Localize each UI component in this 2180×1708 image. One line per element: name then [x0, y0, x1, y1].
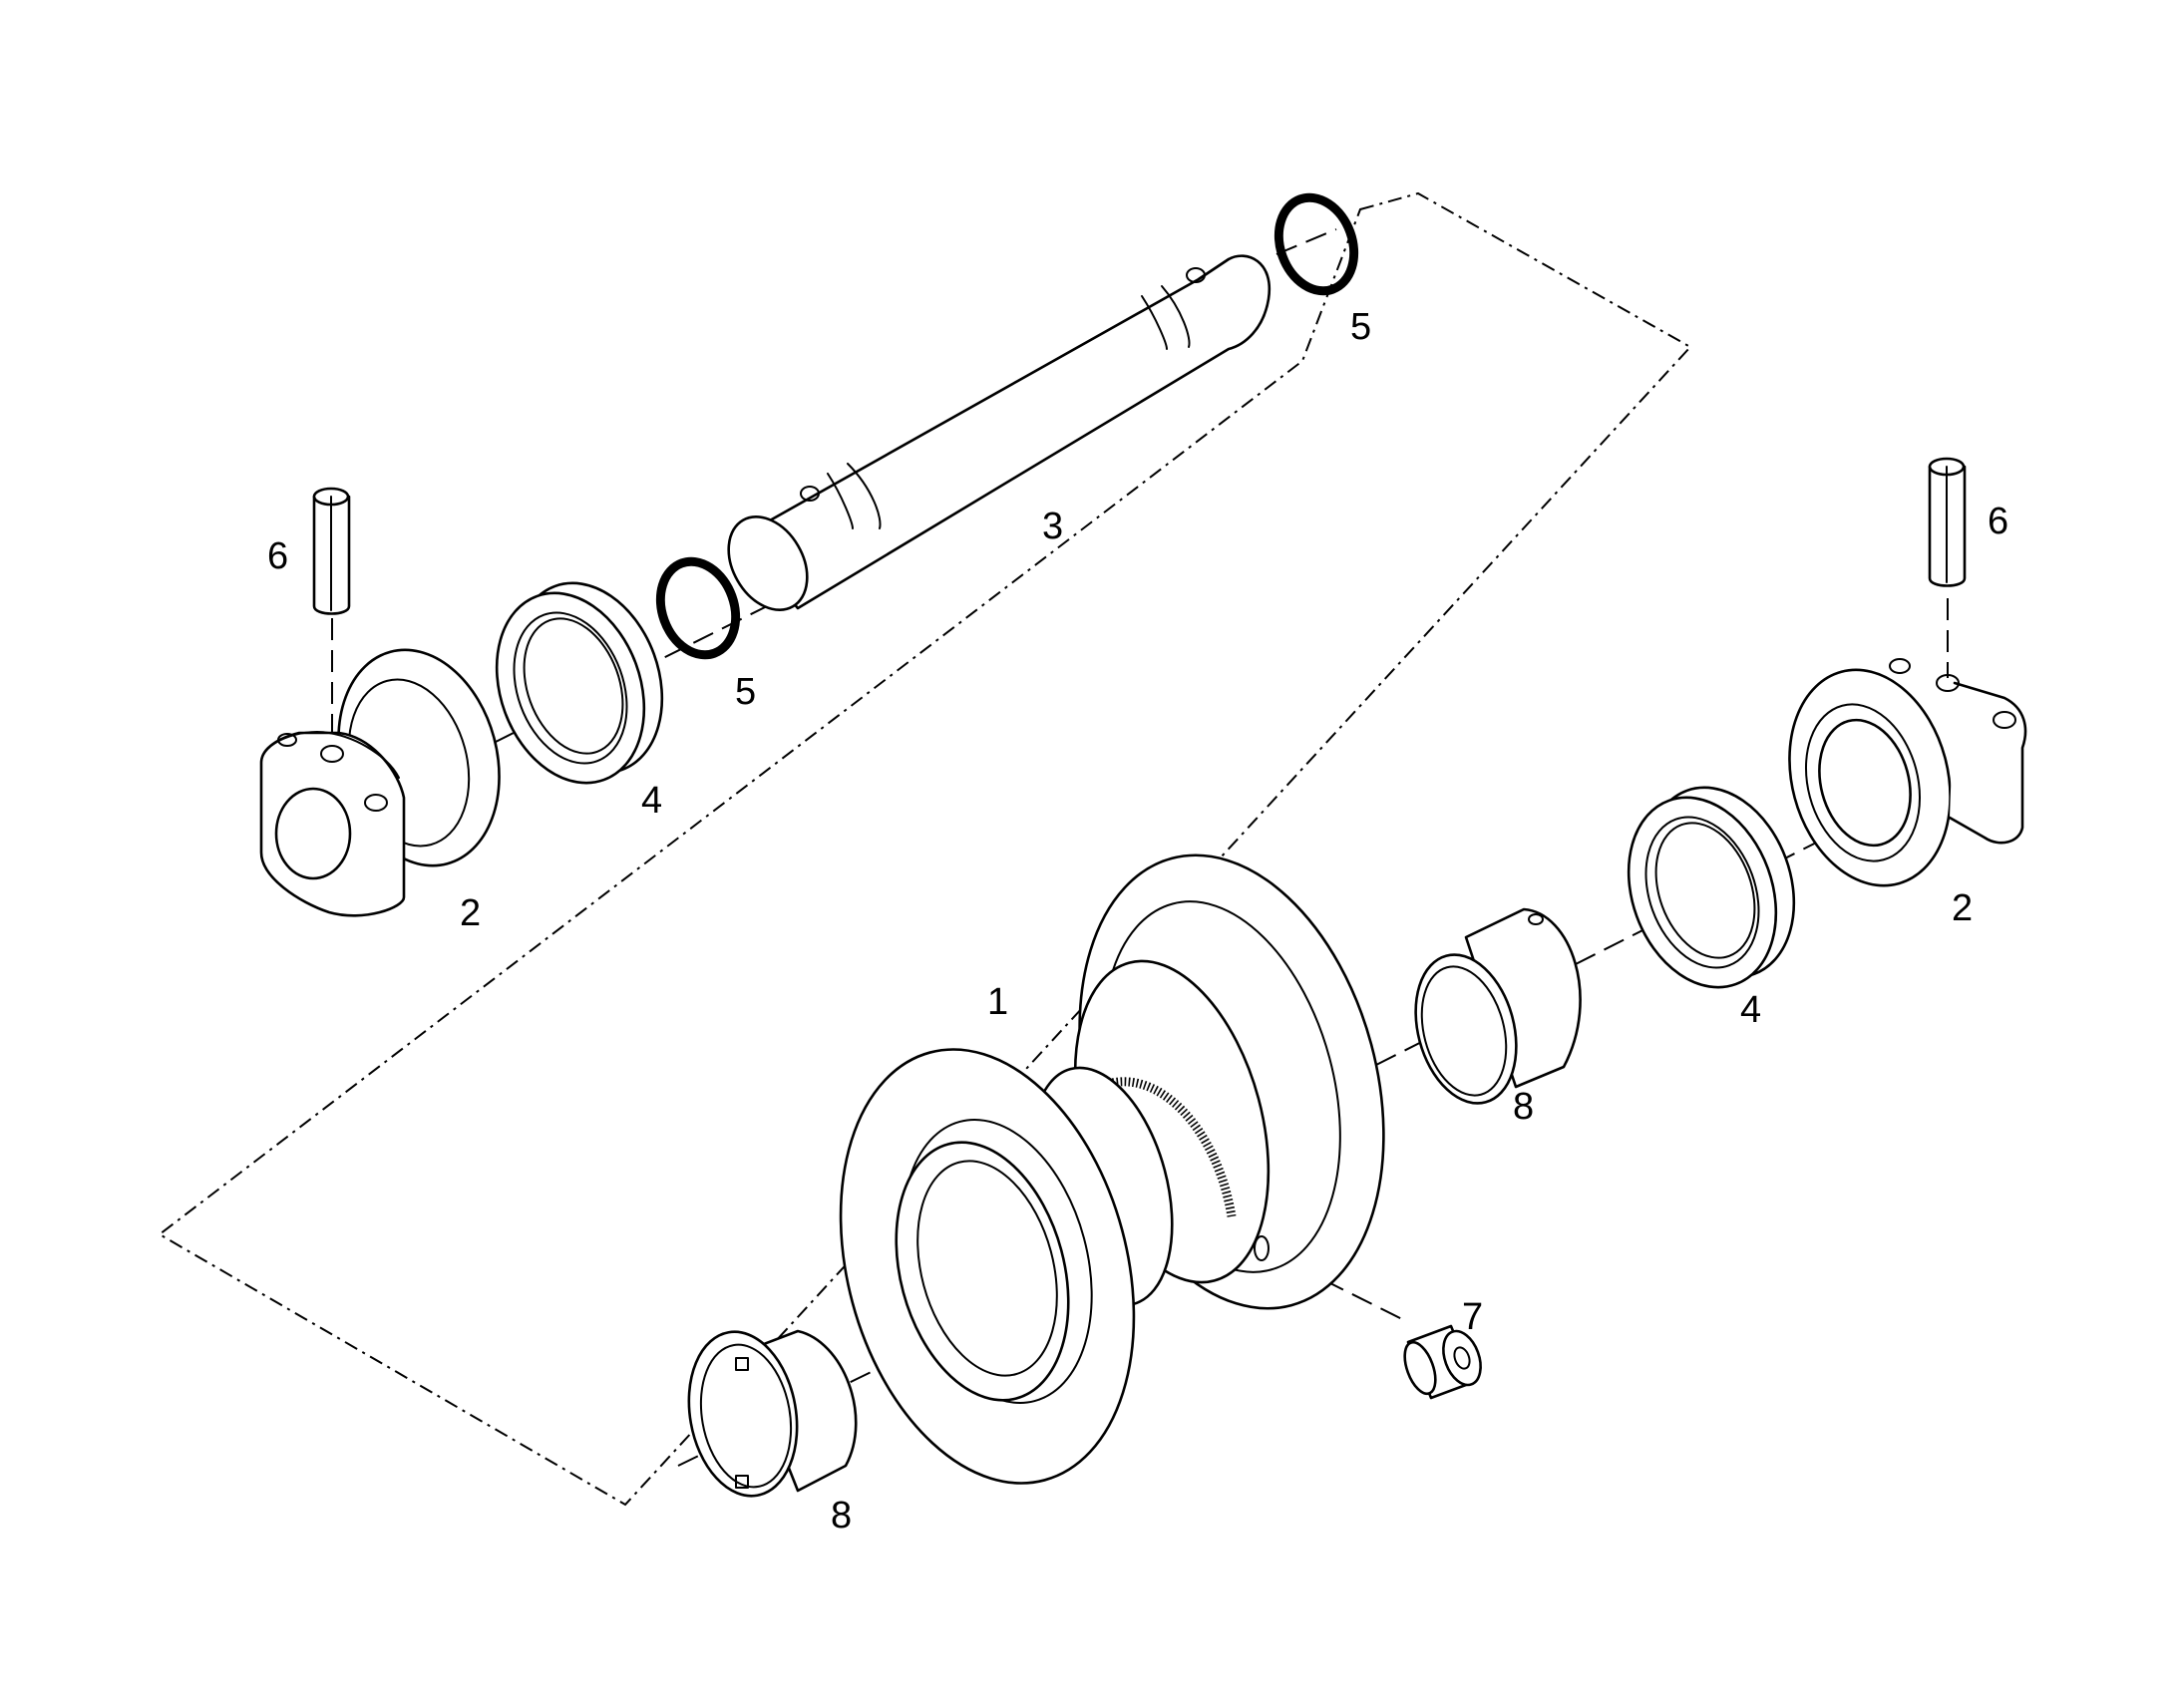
callout-7: 7 — [1462, 1296, 1483, 1338]
roll-pin-right — [1928, 457, 1967, 587]
callout-5-mid: 5 — [735, 671, 756, 713]
callout-1: 1 — [987, 981, 1008, 1023]
snap-ring-mid — [655, 556, 741, 660]
shaft — [727, 254, 1272, 612]
end-collar-left — [259, 648, 501, 917]
end-collar-right — [1788, 658, 2027, 887]
assembly-outline — [158, 191, 1692, 1507]
roll-pin-left — [312, 487, 351, 615]
callout-2-left: 2 — [460, 892, 481, 934]
snap-ring-top — [1273, 192, 1359, 296]
callout-8-left: 8 — [831, 1495, 852, 1537]
callout-8-right: 8 — [1513, 1086, 1534, 1128]
track-roller — [839, 854, 1385, 1485]
bushing-right — [1414, 907, 1582, 1105]
bearing-ring-right — [1627, 786, 1796, 989]
callouts: 5 3 6 5 4 2 6 2 1 4 8 7 8 — [267, 306, 2008, 1537]
grub-screw — [1403, 1324, 1482, 1400]
callout-2-right: 2 — [1952, 887, 1973, 929]
bushing-left — [687, 1329, 858, 1498]
callout-6-left: 6 — [267, 535, 288, 577]
callout-4-right: 4 — [1740, 989, 1761, 1031]
callout-6-right: 6 — [1988, 501, 2008, 542]
callout-3: 3 — [1042, 506, 1063, 547]
callout-5-top: 5 — [1350, 306, 1371, 348]
callout-4-left: 4 — [641, 780, 662, 822]
bearing-ring-left — [495, 581, 664, 785]
